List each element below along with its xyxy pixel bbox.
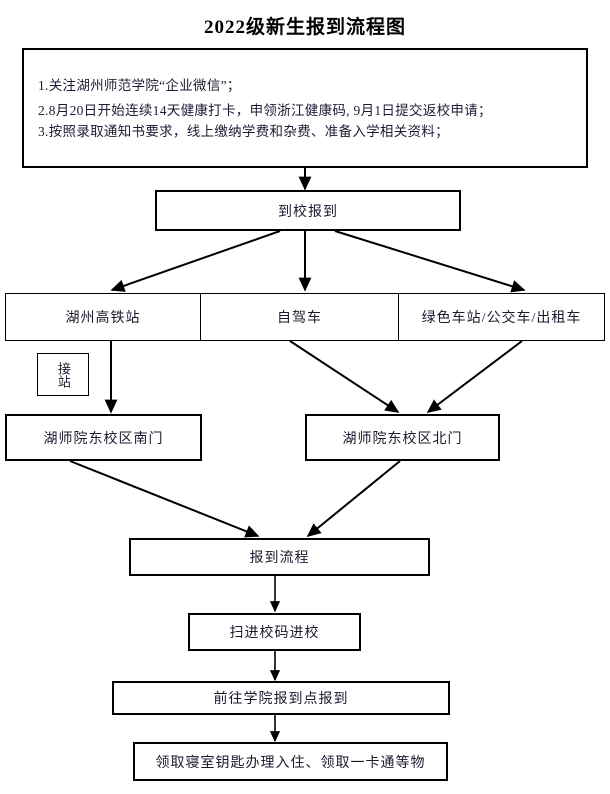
- node-pickup-service: 接站: [37, 353, 89, 396]
- notice-line-3: 3.按照录取通知书要求，线上缴纳学费和杂费、准备入学相关资料；: [38, 123, 449, 139]
- node-collect-dorm-key: 领取寝室钥匙办理入住、领取一卡通等物: [133, 742, 448, 781]
- node-transport-high-speed-rail: 湖州高铁站: [5, 293, 201, 341]
- node-east-campus-south-gate: 湖师院东校区南门: [5, 414, 202, 461]
- node-transport-green-station-bus-taxi: 绿色车站/公交车/出租车: [398, 293, 605, 341]
- node-registration-flow: 报到流程: [129, 538, 430, 576]
- node-go-to-college-point: 前往学院报到点报到: [112, 681, 450, 715]
- connector-bus-to-north-gate: [426, 340, 523, 413]
- notice-line-2: 2.8月20日开始连续14天健康打卡，申领浙江健康码, 9月1日提交返校申请；: [38, 102, 492, 118]
- connector-car-to-north-gate: [289, 340, 400, 413]
- connector-arrive-to-station: [110, 230, 281, 292]
- connector-north-gate-to-flow: [306, 460, 401, 538]
- notice-line-1: 1.关注湖州师范学院“企业微信”；: [38, 77, 241, 93]
- connector-south-gate-to-flow: [69, 460, 260, 538]
- page-title: 2022级新生报到流程图: [203, 17, 406, 38]
- node-east-campus-north-gate: 湖师院东校区北门: [305, 414, 500, 461]
- notice-box: 1.关注湖州师范学院“企业微信”； 2.8月20日开始连续14天健康打卡，申领浙…: [22, 48, 588, 168]
- node-transport-self-drive: 自驾车: [200, 293, 399, 341]
- connector-arrive-to-bus: [334, 230, 526, 293]
- node-scan-entry-code: 扫进校码进校: [188, 613, 361, 651]
- node-arrive-at-school: 到校报到: [155, 190, 461, 231]
